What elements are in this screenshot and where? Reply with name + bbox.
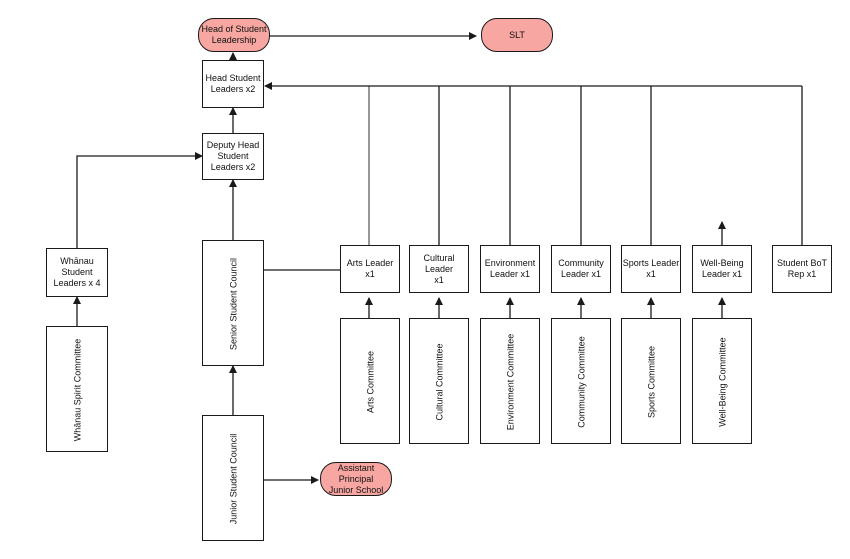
community-leader-label: Community Leader x1 xyxy=(558,258,604,279)
student-bot-rep-label: Student BoT Rep x1 xyxy=(776,258,828,279)
junior-student-council: Junior Student Council xyxy=(202,415,264,541)
head-student-leaders-label: Head Student Leaders x2 xyxy=(205,73,261,94)
sports-leader-label: Sports Leader x1 xyxy=(622,258,680,279)
connector-whanau-to-deputy xyxy=(76,152,203,248)
arts-leader: Arts Leader x1 xyxy=(340,245,400,293)
senior-student-council-label: Senior Student Council xyxy=(228,257,239,351)
assistant-principal-label: Assistant Principal Junior School xyxy=(328,462,384,495)
head-student-leaders: Head Student Leaders x2 xyxy=(202,60,264,108)
wellbeing-committee-label: Well-Being Committee xyxy=(717,337,728,427)
community-committee: Community Committee xyxy=(551,318,611,444)
senior-student-council: Senior Student Council xyxy=(202,240,264,366)
head-of-student-leadership-label: Head of Student Leadership xyxy=(201,24,267,45)
environment-committee: Environment Committee xyxy=(480,318,540,444)
whanau-spirit-committee-label: Whānau Spirit Committee xyxy=(72,338,83,442)
wellbeing-leader: Well-Being Leader x1 xyxy=(692,245,752,293)
deputy-head-student-leaders: Deputy Head Student Leaders x2 xyxy=(202,133,264,180)
junior-student-council-label: Junior Student Council xyxy=(228,433,239,525)
assistant-principal-junior-school: Assistant Principal Junior School xyxy=(320,462,392,496)
wellbeing-leader-label: Well-Being Leader x1 xyxy=(700,258,744,279)
cultural-leader: Cultural Leader x1 xyxy=(409,245,469,293)
whanau-student-leaders-label: Whānau Student Leaders x 4 xyxy=(53,256,101,288)
community-committee-label: Community Committee xyxy=(576,336,587,428)
cultural-leader-label: Cultural Leader x1 xyxy=(423,252,455,285)
environment-leader-label: Environment Leader x1 xyxy=(484,258,536,279)
sports-leader: Sports Leader x1 xyxy=(621,245,681,293)
arts-leader-label: Arts Leader x1 xyxy=(346,258,394,279)
community-leader: Community Leader x1 xyxy=(551,245,611,293)
whanau-student-leaders: Whānau Student Leaders x 4 xyxy=(46,248,108,297)
sports-committee-label: Sports Committee xyxy=(646,345,657,419)
arts-committee: Arts Committee xyxy=(340,318,400,444)
environment-committee-label: Environment Committee xyxy=(505,333,516,431)
environment-leader: Environment Leader x1 xyxy=(480,245,540,293)
wellbeing-committee: Well-Being Committee xyxy=(692,318,752,444)
slt-label: SLT xyxy=(509,29,525,40)
cultural-committee: Cultural Committee xyxy=(409,318,469,444)
deputy-head-student-leaders-label: Deputy Head Student Leaders x2 xyxy=(206,140,260,172)
arts-committee-label: Arts Committee xyxy=(365,350,376,414)
whanau-spirit-committee: Whānau Spirit Committee xyxy=(46,326,108,452)
sports-committee: Sports Committee xyxy=(621,318,681,444)
slt: SLT xyxy=(481,18,553,52)
student-bot-rep: Student BoT Rep x1 xyxy=(772,245,832,293)
head-of-student-leadership: Head of Student Leadership xyxy=(198,18,270,52)
cultural-committee-label: Cultural Committee xyxy=(434,343,445,421)
